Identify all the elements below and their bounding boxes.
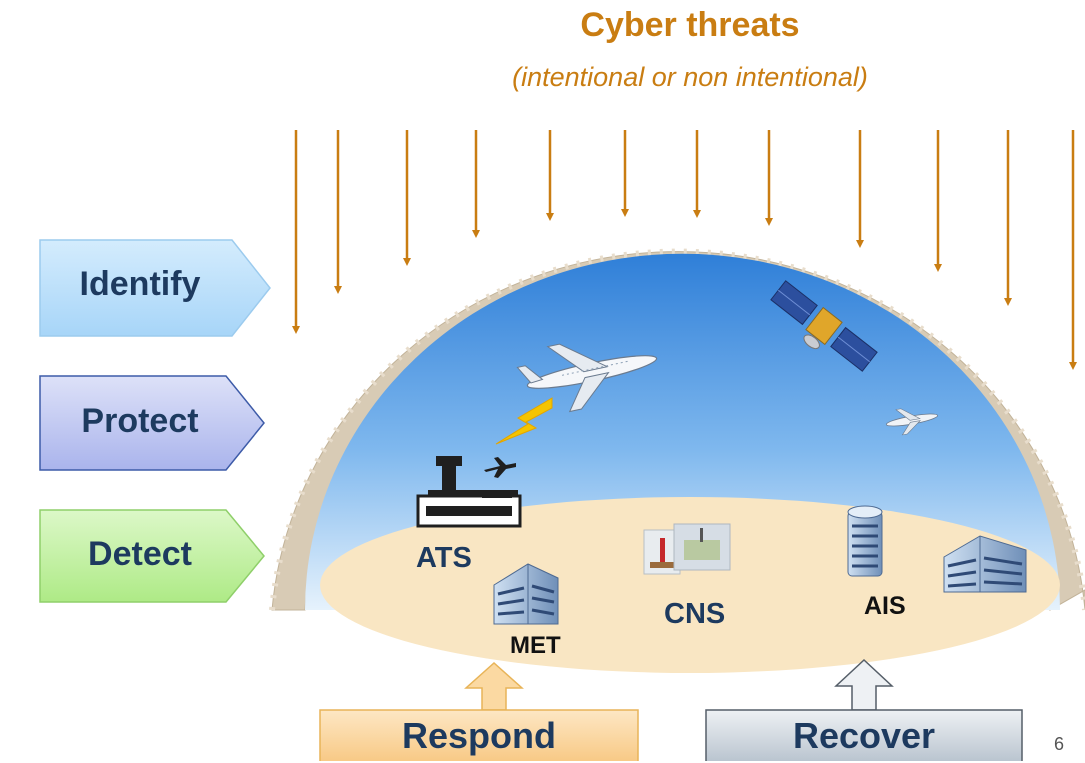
airplane-icon — [516, 343, 658, 413]
cns-equipment-photo — [643, 523, 731, 575]
satellite-icon — [770, 280, 878, 372]
ais-label: AIS — [864, 592, 906, 620]
lightning-bolt-icon — [495, 397, 553, 445]
identify-label: Identify — [79, 265, 201, 303]
protect-label: Protect — [81, 402, 199, 440]
threat-arrows — [292, 130, 1077, 370]
respond-label: Respond — [401, 715, 556, 756]
detect-chevron — [39, 509, 265, 603]
recover-up-arrow — [834, 658, 894, 711]
small-airplane-icon — [885, 408, 939, 436]
recover-box — [705, 709, 1023, 761]
respond-up-arrow — [464, 661, 524, 711]
diagram-subtitle: (intentional or non intentional) — [512, 62, 868, 92]
ais-building-icon — [847, 505, 883, 577]
office-building-icon — [943, 535, 1027, 593]
protect-chevron — [39, 375, 265, 471]
recover-label: Recover — [792, 715, 936, 756]
detect-label: Detect — [88, 535, 192, 573]
cns-label: CNS — [664, 598, 726, 630]
identify-chevron — [39, 239, 271, 337]
page-number: 6 — [1054, 734, 1065, 754]
met-label: MET — [510, 632, 561, 659]
ats-label: ATS — [416, 542, 472, 574]
control-tower-icon — [416, 456, 522, 528]
respond-box — [319, 709, 639, 761]
diagram-title: Cyber threats — [580, 6, 800, 44]
met-building-icon — [493, 563, 559, 625]
